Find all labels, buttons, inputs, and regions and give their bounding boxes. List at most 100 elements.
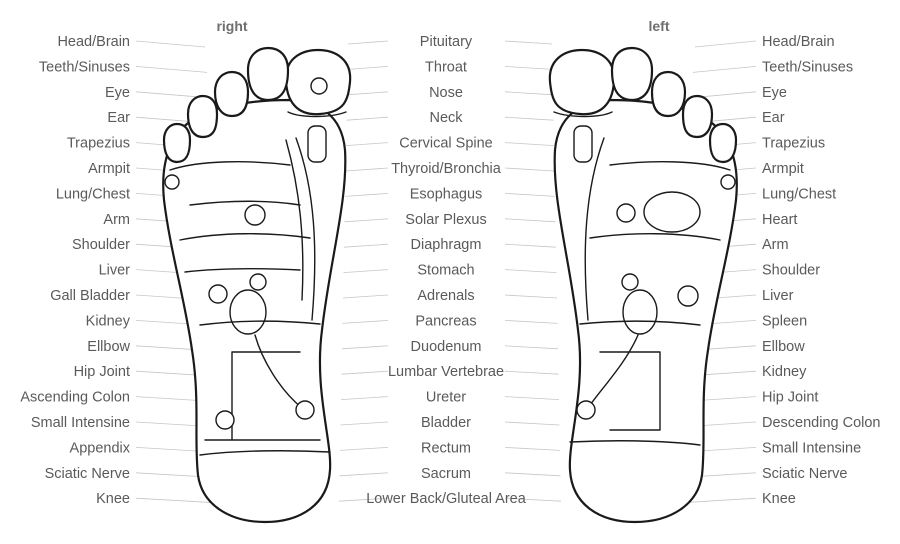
left-foot-drawing [548, 46, 738, 524]
left-toe-4 [681, 94, 714, 139]
right-foot-label-lung-chest: Lung/Chest [56, 186, 130, 202]
left-foot-label-kidney: Kidney [762, 364, 807, 380]
leader-line [504, 447, 561, 451]
leader-line [347, 40, 389, 45]
right-foot-label-arm: Arm [103, 212, 130, 228]
center-label-diaphragm: Diaphragm [411, 237, 482, 253]
right-toe-5 [162, 122, 192, 164]
left-heel-line [569, 440, 701, 446]
center-label-stomach: Stomach [417, 263, 474, 279]
right-foot-label-small-intensine: Small Intensine [31, 415, 130, 431]
right-foot-label-liver: Liver [99, 263, 131, 279]
center-label-throat: Throat [425, 59, 467, 75]
leader-line [504, 142, 555, 146]
right-spine-line-1 [285, 139, 304, 301]
left-foot-label-heart: Heart [762, 212, 797, 228]
left-colon-outline [599, 351, 661, 431]
center-label-ureter: Ureter [426, 390, 466, 406]
leader-line [338, 497, 389, 502]
left-foot-label-teeth-sinuses: Teeth/Sinuses [762, 59, 853, 75]
right-kidney-zone [229, 289, 267, 335]
right-foot-label-hip-joint: Hip Joint [74, 364, 130, 380]
center-label-rectum: Rectum [421, 440, 471, 456]
left-foot-label-lung-chest: Lung/Chest [762, 186, 836, 202]
left-adrenal-point [621, 273, 639, 291]
center-label-pancreas: Pancreas [415, 313, 476, 329]
leader-line [504, 243, 557, 248]
leader-line [692, 66, 757, 73]
center-label-duodenum: Duodenum [411, 339, 482, 355]
center-label-neck: Neck [429, 110, 463, 126]
leader-line [342, 294, 389, 299]
left-foot-label-liver: Liver [762, 288, 794, 304]
left-foot-label-ear: Ear [762, 110, 785, 126]
center-label-cervical-spine: Cervical Spine [399, 136, 493, 152]
right-foot-label-gall-bladder: Gall Bladder [50, 288, 130, 304]
right-cervical-zone [307, 125, 327, 163]
leader-line [504, 193, 556, 197]
right-foot-label-armpit: Armpit [88, 161, 130, 177]
right-foot-label-eye: Eye [105, 85, 130, 101]
left-spine-line [584, 137, 605, 321]
right-foot-label-sciatic-nerve: Sciatic Nerve [45, 466, 130, 482]
leader-line [504, 91, 554, 96]
left-foot-label-hip-joint: Hip Joint [762, 390, 818, 406]
leader-line [347, 66, 389, 70]
right-toe-base-line [169, 161, 291, 171]
right-waist-line [199, 320, 321, 326]
right-liver-line [184, 268, 301, 273]
left-foot-label-head-brain: Head/Brain [762, 34, 835, 50]
leader-line [504, 320, 558, 324]
leader-line [504, 370, 559, 375]
right-foot-label-ear: Ear [107, 110, 130, 126]
leader-line [504, 116, 554, 121]
left-diaphragm-line [589, 233, 721, 241]
left-foot-header: left [649, 18, 670, 34]
leader-line [341, 345, 389, 350]
leader-line [346, 91, 389, 96]
left-toe-base-line [609, 161, 731, 171]
leader-line [345, 167, 389, 172]
left-foot-label-armpit: Armpit [762, 161, 804, 177]
left-foot-label-arm: Arm [762, 237, 789, 253]
left-big-toe [548, 48, 616, 116]
right-foot-header: right [216, 18, 247, 34]
right-toe-2 [246, 46, 290, 102]
center-label-thyroid-bronchia: Thyroid/Bronchia [391, 161, 502, 177]
leader-line [504, 396, 560, 400]
leader-line [339, 447, 389, 451]
left-foot-label-small-intensine: Small Intensine [762, 440, 861, 456]
right-toe-4 [186, 94, 219, 139]
left-toe-3 [650, 70, 687, 118]
right-foot-label-teeth-sinuses: Teeth/Sinuses [39, 59, 130, 75]
left-foot-label-trapezius: Trapezius [762, 136, 825, 152]
right-pituitary-point [310, 77, 328, 95]
right-foot-label-ellbow: Ellbow [87, 339, 130, 355]
left-toe-5 [708, 122, 738, 164]
leader-line [346, 116, 389, 121]
leader-line [504, 497, 562, 502]
leader-line [343, 269, 389, 273]
leader-line [504, 167, 555, 172]
left-toe-2 [610, 46, 654, 102]
right-foot-label-kidney: Kidney [86, 313, 131, 329]
left-kidney-zone [622, 289, 658, 335]
left-cervical-zone [573, 125, 593, 163]
right-heel-line [199, 450, 331, 456]
leader-line [504, 294, 558, 299]
leader-line [342, 320, 389, 324]
right-foot-label-trapezius: Trapezius [67, 136, 130, 152]
right-foot-label-appendix: Appendix [70, 440, 131, 456]
right-gallbladder-point [208, 284, 228, 304]
left-solar-plexus-point [616, 203, 636, 223]
right-solar-plexus-point [244, 204, 266, 226]
left-bladder-point [576, 400, 596, 420]
left-foot-label-sciatic-nerve: Sciatic Nerve [762, 466, 847, 482]
leader-line [344, 193, 389, 197]
right-foot-drawing [162, 46, 352, 524]
leader-line [504, 472, 561, 477]
right-foot-labels: Head/BrainTeeth/SinusesEyeEarTrapeziusAr… [20, 34, 130, 507]
